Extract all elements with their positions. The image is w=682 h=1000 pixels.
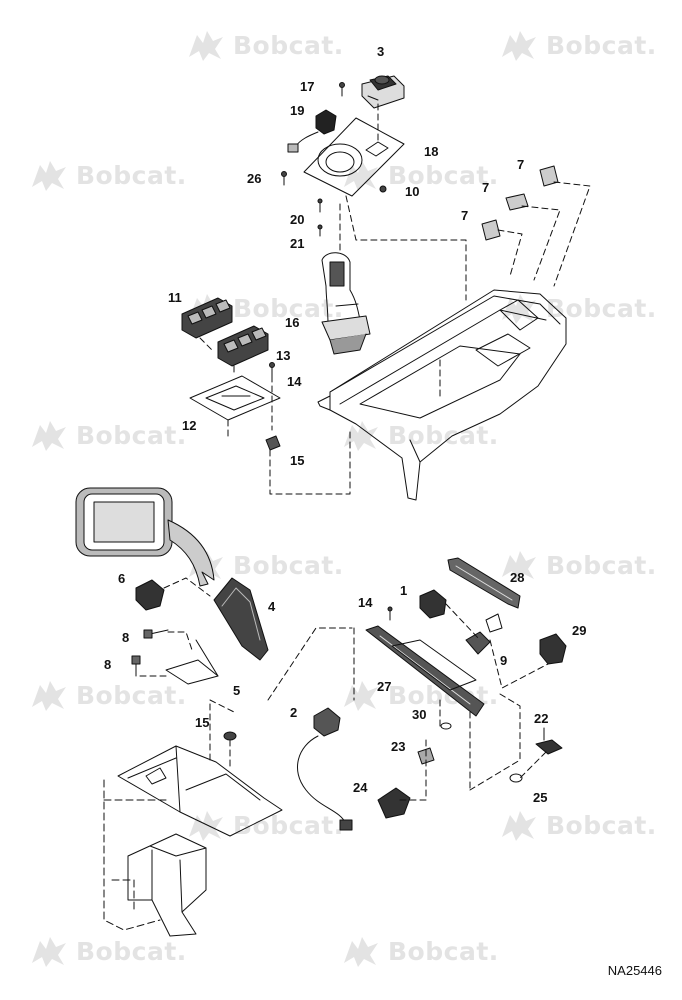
bobcat-logo-icon (344, 937, 378, 967)
part-15b-washer (223, 731, 237, 741)
part-16-joystick (321, 252, 371, 355)
callout-15: 15 (195, 715, 210, 730)
callout-25: 25 (533, 790, 548, 805)
watermark: Bobcat. (498, 547, 657, 583)
callout-14: 14 (287, 374, 302, 389)
callout-1: 1 (400, 583, 408, 598)
display-screen (75, 487, 173, 557)
callout-21: 21 (290, 236, 305, 251)
watermark: Bobcat. (28, 417, 187, 453)
part-28-bar (447, 557, 521, 609)
part-13-switch-pack (217, 325, 269, 367)
part-22-key (535, 727, 563, 755)
callout-28: 28 (510, 570, 525, 585)
callout-26: 26 (247, 171, 262, 186)
part-9-knob (465, 613, 503, 655)
part-18-mount-plate (303, 117, 405, 197)
callout-24: 24 (353, 780, 368, 795)
bobcat-logo-icon (502, 811, 536, 841)
bobcat-logo-icon (502, 294, 536, 324)
callout-27: 27 (377, 679, 392, 694)
callout-8: 8 (104, 657, 112, 672)
watermark: Bobcat. (498, 27, 657, 63)
bobcat-logo-icon (32, 421, 66, 451)
side-panel (117, 745, 283, 837)
callout-14: 14 (358, 595, 373, 610)
callout-22: 22 (534, 711, 549, 726)
bobcat-logo-icon (344, 161, 378, 191)
part-24-keyswitch (377, 787, 411, 819)
bobcat-logo-icon (344, 681, 378, 711)
hardware-screws (269, 82, 393, 621)
callout-12: 12 (182, 418, 197, 433)
part-12-bezel (189, 375, 281, 421)
watermark: Bobcat. (340, 417, 499, 453)
part-5-bracket (165, 639, 219, 685)
bobcat-logo-icon (502, 31, 536, 61)
frame-structure (103, 779, 171, 931)
bobcat-logo-icon (189, 31, 223, 61)
callout-3: 3 (377, 44, 385, 59)
support-column (127, 833, 207, 937)
callout-29: 29 (572, 623, 587, 638)
callout-4: 4 (268, 599, 276, 614)
callout-7: 7 (482, 180, 490, 195)
hardware-bolts-8 (131, 629, 169, 677)
part-29-switch (539, 633, 567, 665)
callout-8: 8 (122, 630, 130, 645)
bobcat-logo-icon (502, 551, 536, 581)
part-3-switch-module (361, 75, 405, 109)
callout-15: 15 (290, 453, 305, 468)
callout-7: 7 (517, 157, 525, 172)
part-11-switch-pack (181, 297, 233, 339)
callout-30: 30 (412, 707, 427, 722)
watermark: Bobcat. (28, 933, 187, 969)
watermark: Bobcat. (28, 157, 187, 193)
assembly-lines-top (199, 103, 591, 495)
assembly-lines-right (353, 603, 549, 801)
part-2-harness (297, 707, 353, 831)
callout-5: 5 (233, 683, 241, 698)
part-30-oring (440, 722, 452, 730)
watermark: Bobcat. (185, 27, 344, 63)
part-27-plate (365, 625, 485, 717)
bobcat-logo-icon (189, 811, 223, 841)
callout-16: 16 (285, 315, 300, 330)
callout-11: 11 (168, 290, 182, 305)
bobcat-logo-icon (344, 421, 378, 451)
callout-7: 7 (461, 208, 469, 223)
callout-2: 2 (290, 705, 298, 720)
assembly-lines-left (139, 577, 353, 771)
part-15-clip (265, 435, 281, 451)
drawing-code: NA25446 (607, 963, 662, 978)
watermark: Bobcat. (340, 933, 499, 969)
callout-18: 18 (424, 144, 439, 159)
view-arrow (167, 519, 215, 587)
callout-19: 19 (290, 103, 305, 118)
bobcat-logo-icon (32, 681, 66, 711)
part-4-display-bracket (213, 577, 269, 661)
part-1-switch (419, 589, 447, 619)
watermark: Bobcat. (28, 677, 187, 713)
callout-6: 6 (118, 571, 126, 586)
watermark: Bobcat. (498, 807, 657, 843)
console-housing (317, 289, 567, 501)
callout-9: 9 (500, 653, 508, 668)
watermark: Bobcat. (340, 157, 499, 193)
bobcat-logo-icon (32, 937, 66, 967)
part-7-covers (481, 165, 559, 241)
part-19-connector (287, 109, 337, 153)
callout-23: 23 (391, 739, 406, 754)
callout-13: 13 (276, 348, 291, 363)
part-6-switch (135, 579, 165, 611)
callout-17: 17 (300, 79, 315, 94)
part-25-keyring (509, 773, 523, 783)
watermark: Bobcat. (498, 290, 657, 326)
bobcat-logo-icon (32, 161, 66, 191)
callout-20: 20 (290, 212, 305, 227)
callout-10: 10 (405, 184, 420, 199)
